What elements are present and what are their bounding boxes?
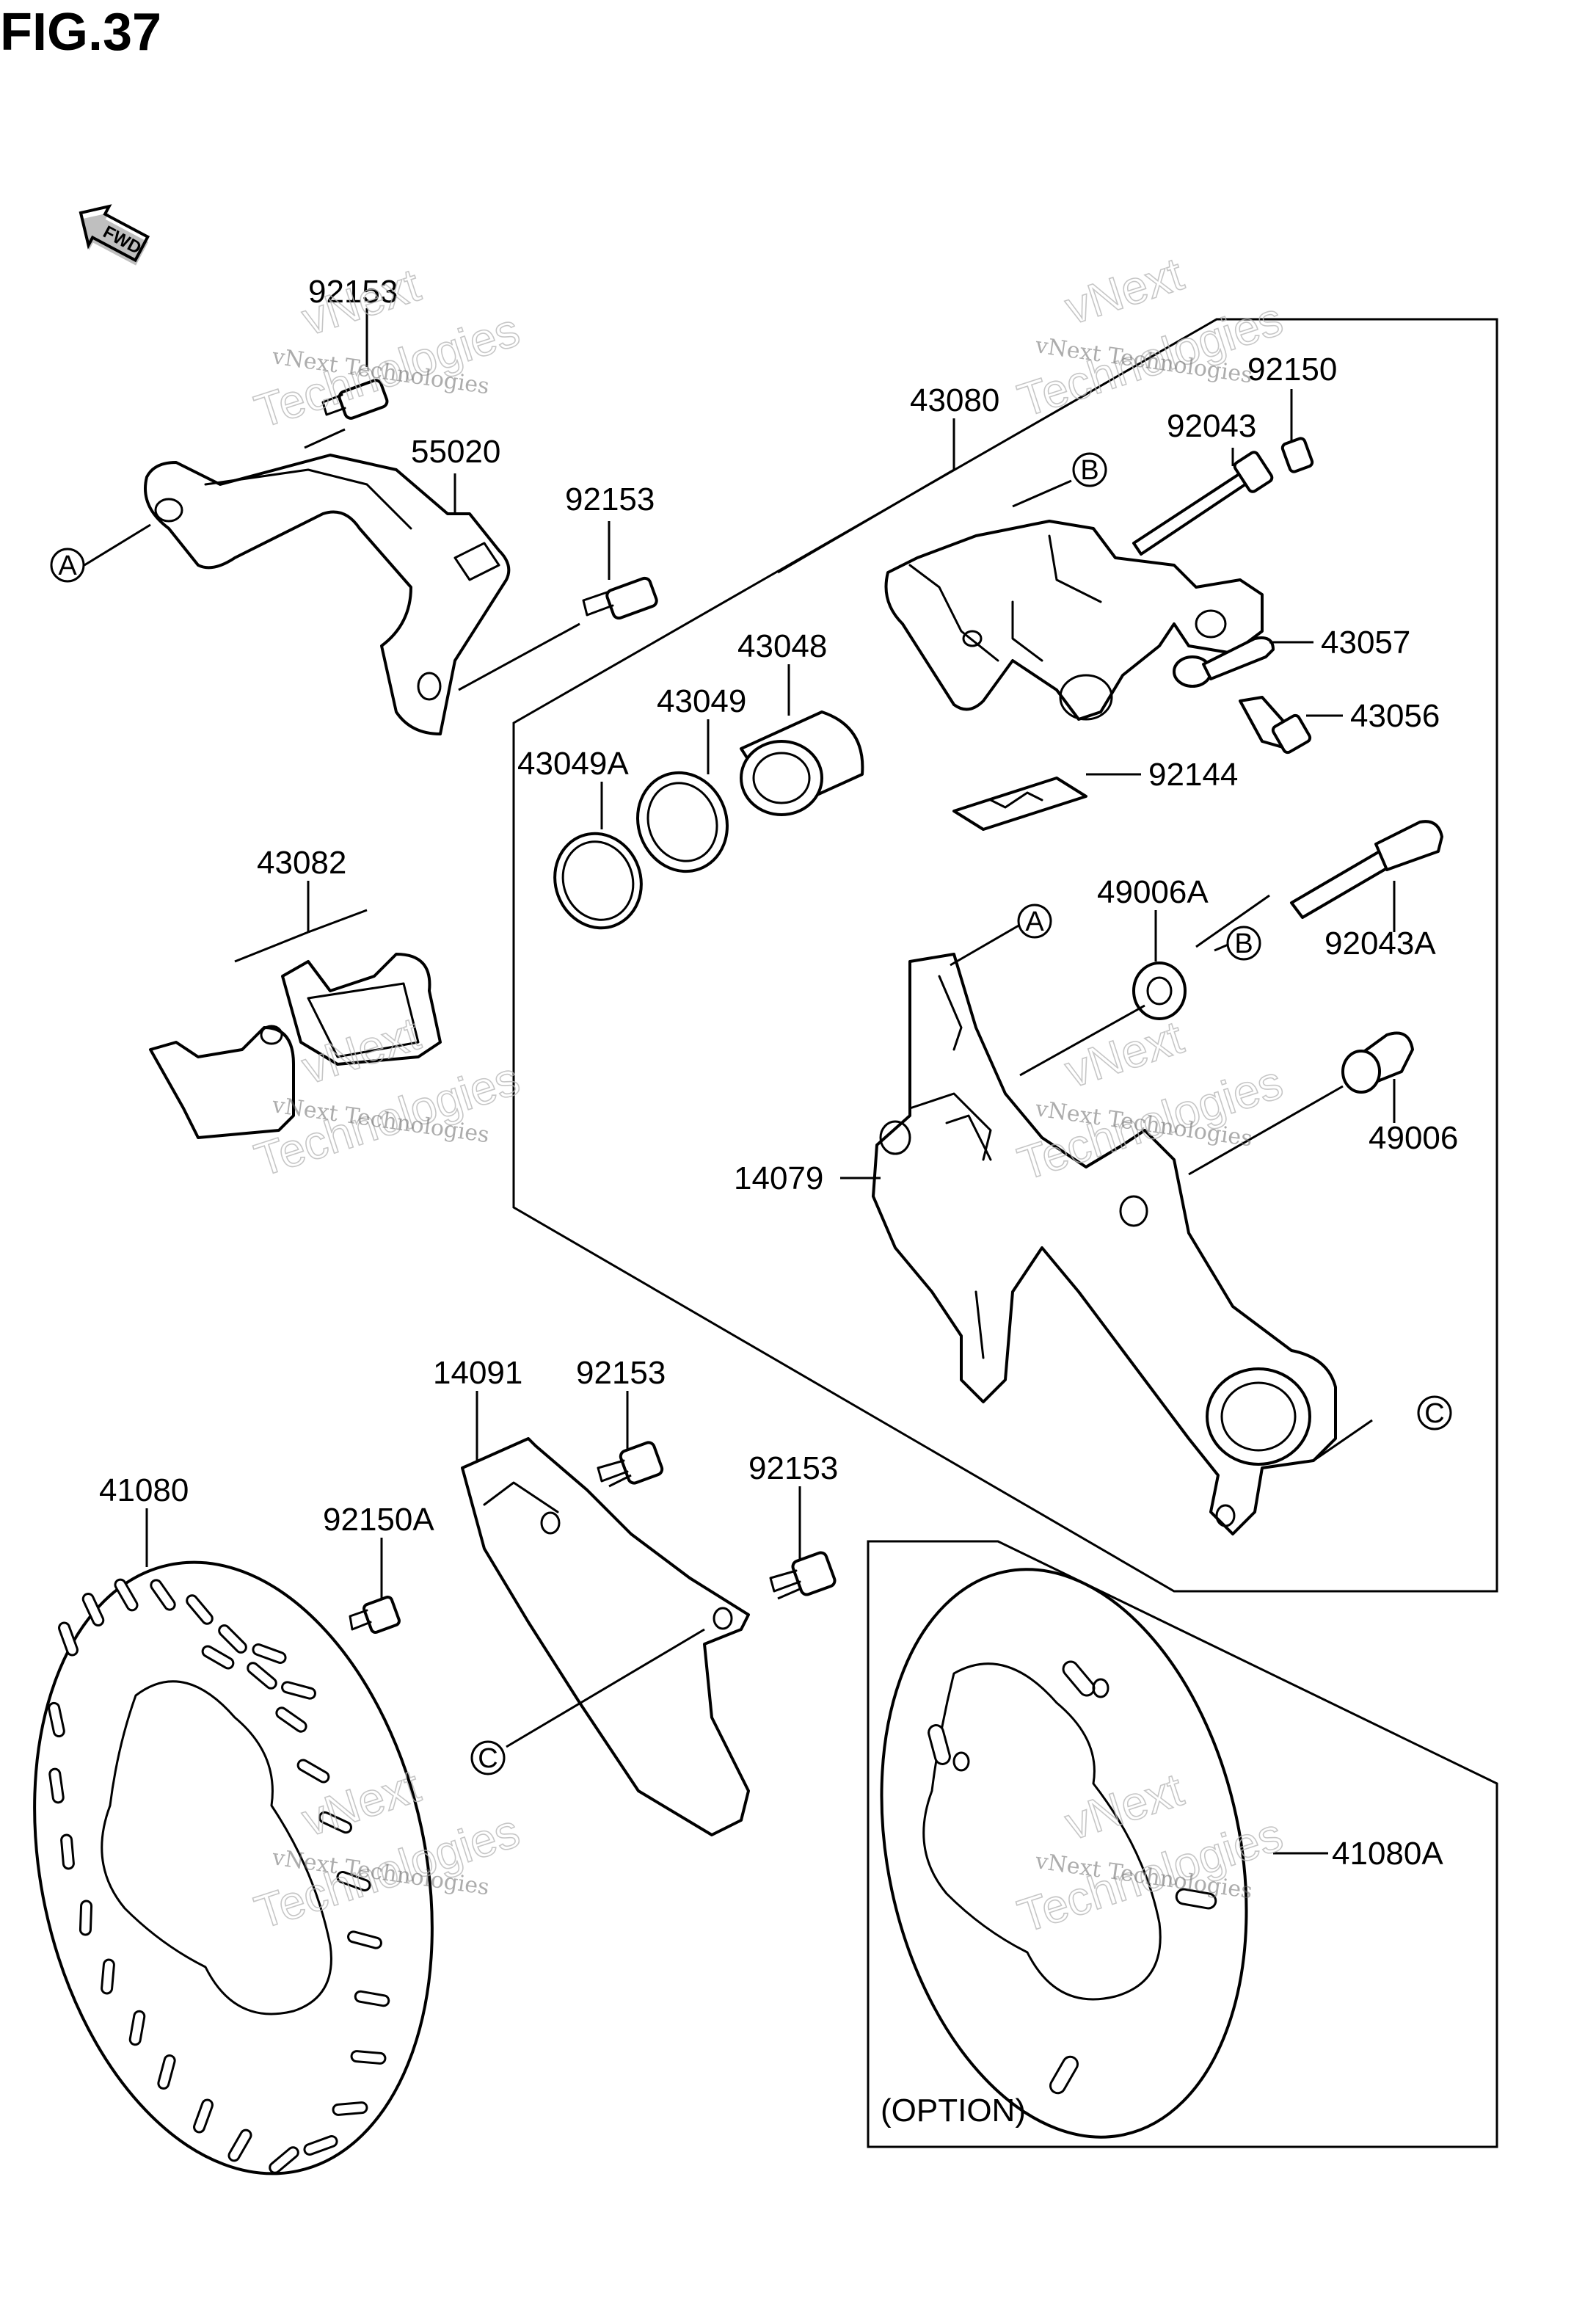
svg-text:B: B bbox=[1080, 455, 1098, 486]
screw-92153-guard-upper bbox=[597, 1441, 664, 1485]
caliper-bracket-14079 bbox=[872, 953, 1337, 1535]
label-55020: 55020 bbox=[411, 434, 500, 470]
caliper-body-43080 bbox=[884, 520, 1264, 721]
label-49006: 49006 bbox=[1369, 1120, 1458, 1156]
label-92043: 92043 bbox=[1167, 408, 1256, 444]
reference-markers: A B A B C C bbox=[50, 452, 1452, 1775]
svg-text:C: C bbox=[1424, 1398, 1444, 1429]
seal-43049A bbox=[553, 832, 643, 930]
svg-text:vNext: vNext bbox=[1059, 247, 1189, 335]
ref-c-guard: C bbox=[470, 1740, 506, 1775]
slide-pin-92043 bbox=[1132, 451, 1274, 556]
label-49006A: 49006A bbox=[1097, 874, 1209, 910]
label-14091: 14091 bbox=[433, 1355, 522, 1391]
brake-disc-41080 bbox=[33, 1560, 434, 2175]
label-43049A: 43049A bbox=[517, 746, 629, 782]
brake-disc-41080A bbox=[880, 1568, 1248, 2139]
brake-bracket-55020 bbox=[144, 454, 511, 735]
label-92150A: 92150A bbox=[323, 1502, 434, 1538]
label-43082: 43082 bbox=[257, 845, 346, 881]
ref-b-caliper: B bbox=[1072, 452, 1107, 487]
option-frame bbox=[867, 1540, 1498, 2148]
svg-text:B: B bbox=[1234, 928, 1253, 959]
screw-92153-mid bbox=[582, 576, 658, 620]
label-92153-top: 92153 bbox=[308, 274, 398, 310]
svg-text:vNext: vNext bbox=[296, 258, 426, 346]
label-92144: 92144 bbox=[1148, 757, 1238, 793]
label-43056: 43056 bbox=[1350, 698, 1440, 734]
watermark-2: vNext Technologies vNext Technologies bbox=[1011, 247, 1289, 428]
ref-c-bracket: C bbox=[1417, 1395, 1452, 1431]
bleeder-valve-43056 bbox=[1239, 696, 1312, 755]
label-92150: 92150 bbox=[1247, 352, 1337, 388]
piston-43048 bbox=[740, 710, 864, 816]
slide-pin-92043A bbox=[1290, 820, 1443, 919]
figure-title: FIG.37 bbox=[0, 3, 161, 62]
label-14079: 14079 bbox=[734, 1160, 823, 1196]
svg-text:C: C bbox=[478, 1743, 498, 1774]
part-labels: 92153 55020 92153 43080 92150 92043 4305… bbox=[99, 274, 1458, 2129]
watermark-3: vNext Technologies vNext Technologies bbox=[248, 1006, 526, 1188]
leader-lines bbox=[84, 308, 1396, 1855]
label-92153-guard-upper: 92153 bbox=[576, 1355, 666, 1391]
boot-49006A bbox=[1132, 961, 1187, 1020]
option-label: (OPTION) bbox=[881, 2093, 1026, 2129]
label-43048: 43048 bbox=[737, 628, 827, 664]
ref-b-pin: B bbox=[1226, 926, 1261, 961]
ref-a-bracket: A bbox=[1017, 904, 1052, 939]
label-41080: 41080 bbox=[99, 1472, 189, 1508]
cap-92150 bbox=[1280, 437, 1314, 473]
disc-slots bbox=[48, 1578, 390, 2174]
label-43080: 43080 bbox=[910, 382, 999, 418]
svg-text:A: A bbox=[1025, 906, 1044, 937]
caliper-assembly-frame bbox=[512, 318, 1498, 1593]
svg-text:vNext: vNext bbox=[1059, 1011, 1189, 1098]
label-41080A: 41080A bbox=[1332, 1836, 1443, 1872]
brake-pads-43082 bbox=[149, 953, 442, 1139]
watermark-1: vNext Technologies vNext Technologies bbox=[248, 258, 526, 439]
seal-43049 bbox=[636, 771, 729, 873]
disc-guard-14091 bbox=[461, 1437, 750, 1836]
fwd-arrow-icon: FWD bbox=[79, 204, 150, 266]
pad-spring-92144 bbox=[952, 777, 1087, 831]
screw-92150A bbox=[349, 1596, 401, 1634]
screw-92153-guard-lower bbox=[769, 1551, 837, 1596]
svg-text:A: A bbox=[58, 550, 77, 581]
label-43057: 43057 bbox=[1321, 625, 1410, 661]
label-92153-guard-lower: 92153 bbox=[748, 1450, 838, 1486]
label-43049: 43049 bbox=[657, 683, 746, 719]
boot-49006 bbox=[1341, 1031, 1414, 1094]
screw-92153-top bbox=[321, 379, 389, 420]
label-92043A: 92043A bbox=[1324, 926, 1436, 961]
ref-a-left: A bbox=[50, 548, 85, 583]
label-92153-mid: 92153 bbox=[565, 481, 655, 517]
